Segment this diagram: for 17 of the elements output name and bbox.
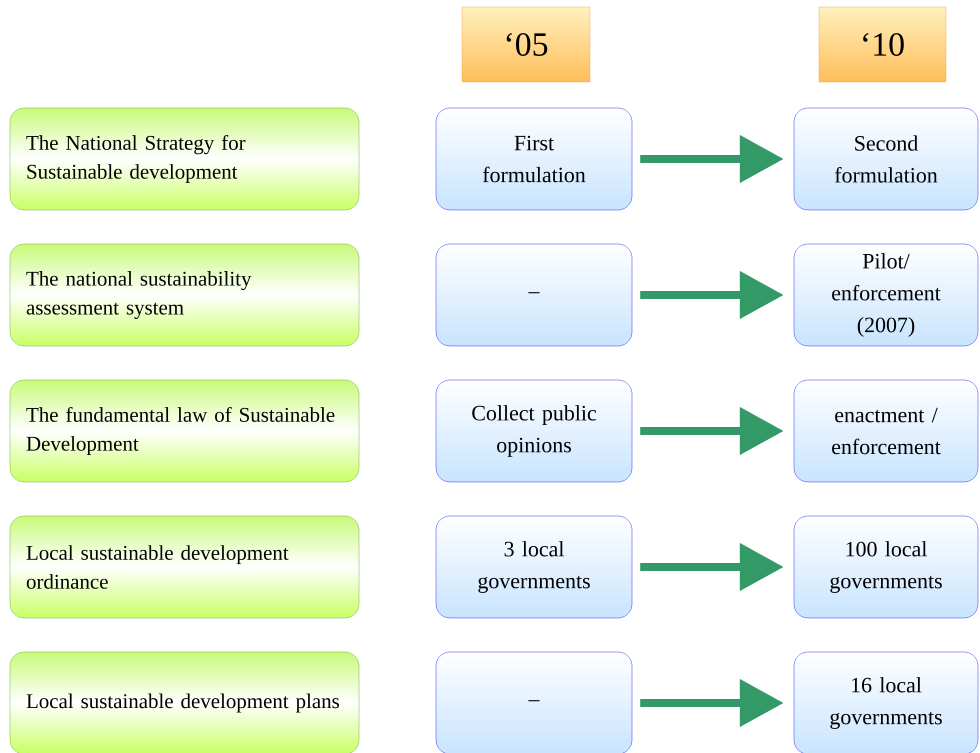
title-box: ‘05 [462,6,590,82]
status-box: – [436,652,632,753]
category-box: The National Strategy for Sustainable development [10,108,360,210]
category-box: The national sustainability assessment system [10,244,360,346]
category-box: Local sustainable development plans [10,652,360,753]
category-box: The fundamental law of Sustainable Development [10,380,360,482]
status-box: enactment / enforcement [794,380,978,482]
status-box: Second formulation [794,108,978,210]
category-box: Local sustainable development ordinance [10,516,360,618]
status-box: Pilot/ enforcement (2007) [794,244,978,346]
status-box: First formulation [436,108,632,210]
status-box: 3 local governments [436,516,632,618]
status-box: – [436,244,632,346]
title-box: ‘10 [818,6,946,82]
status-box: 100 local governments [794,516,978,618]
status-box: 16 local governments [794,652,978,753]
status-box: Collect public opinions [436,380,632,482]
